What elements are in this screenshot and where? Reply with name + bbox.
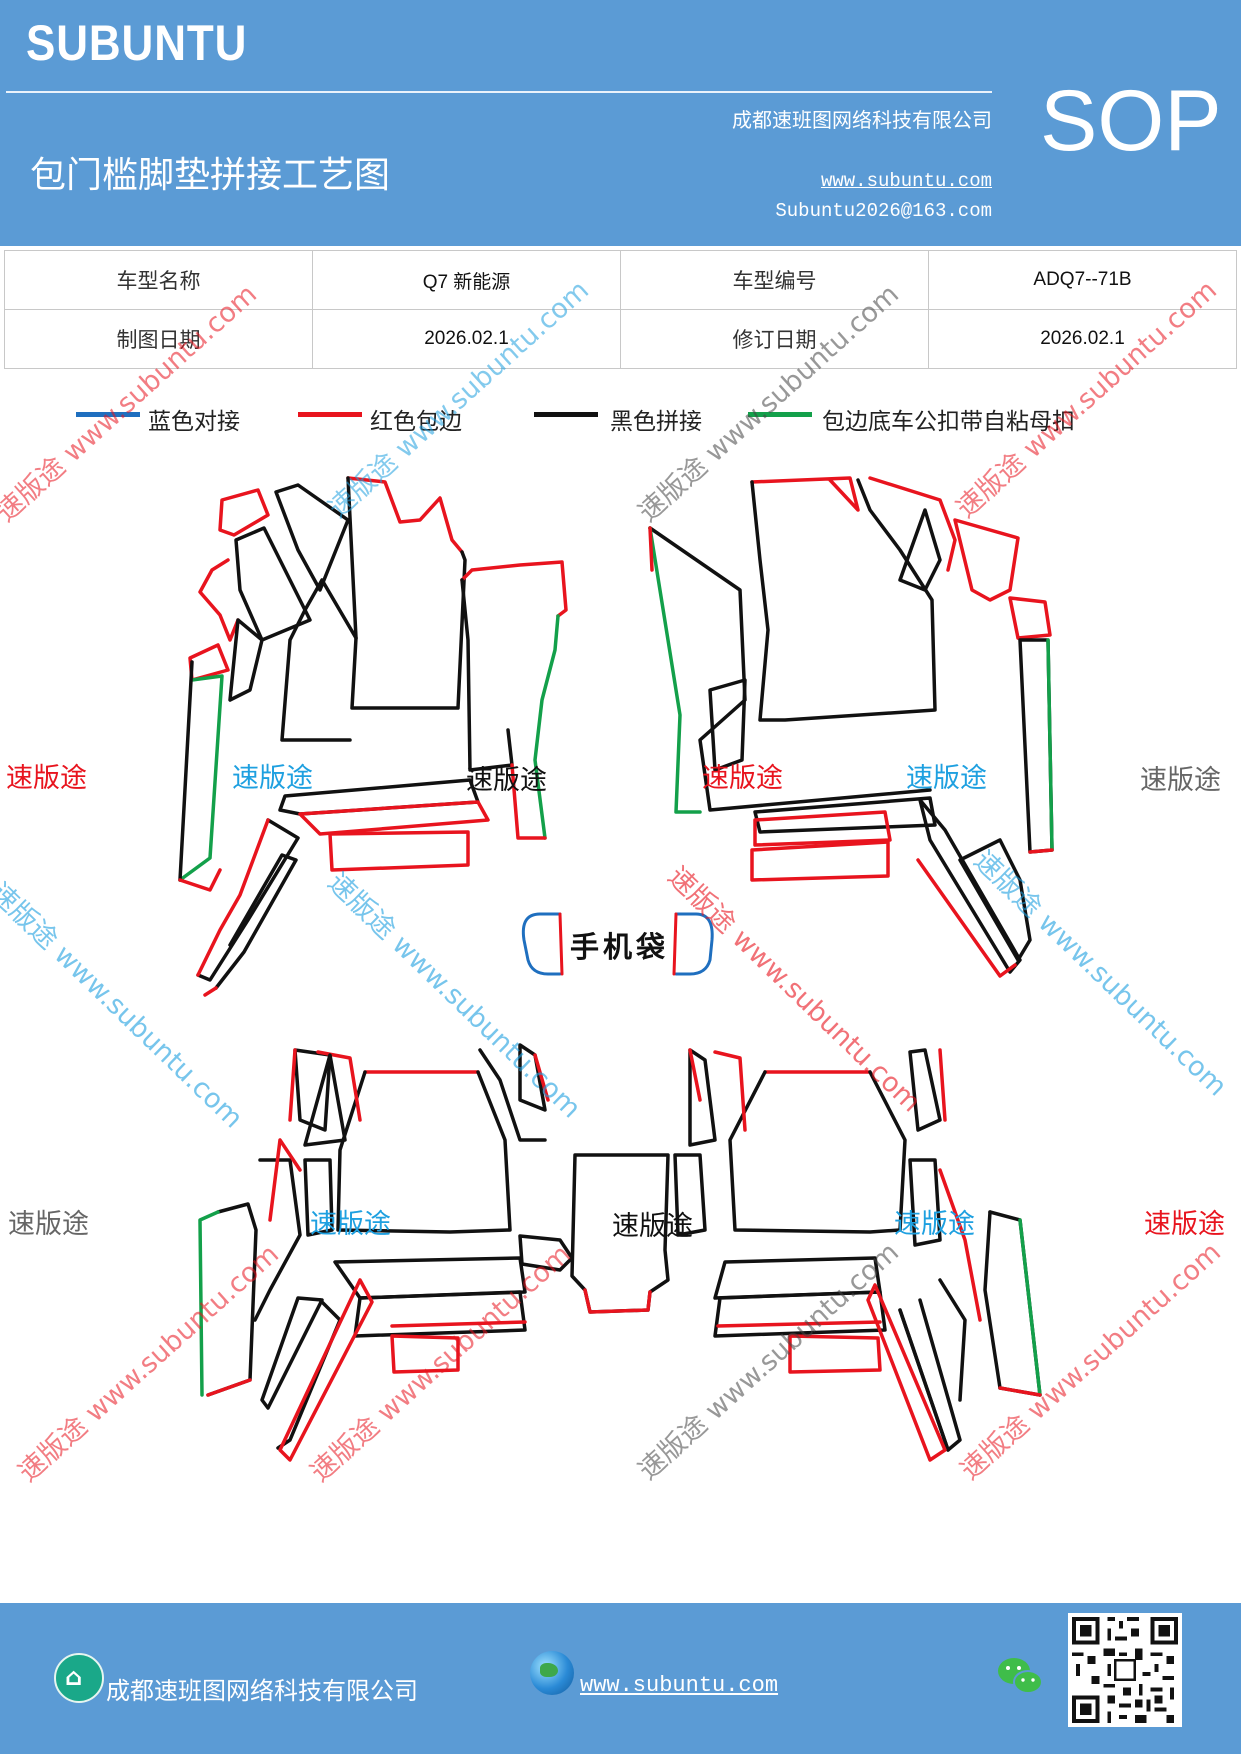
- header-banner: SUBUNTU 成都速班图网络科技有限公司 包门槛脚垫拼接工艺图 www.sub…: [0, 0, 1241, 246]
- brand-logo: SUBUNTU: [26, 15, 248, 71]
- qr-code[interactable]: [1068, 1613, 1182, 1727]
- email-address: Subuntu2026@163.com: [775, 200, 992, 222]
- sop-badge: SOP: [1040, 73, 1222, 169]
- rear-left-mat: [198, 1043, 574, 1462]
- phone-pocket-diagram: [521, 912, 714, 976]
- watermark-brand: 速版途: [1144, 1209, 1225, 1240]
- value-draw-date: 2026.02.1: [312, 309, 621, 369]
- watermark-brand: 速版途: [1140, 765, 1221, 796]
- rear-right-mat: [673, 1048, 1042, 1462]
- document-title: 包门槛脚垫拼接工艺图: [30, 155, 391, 196]
- mat-splice-drawing: [178, 476, 1054, 1462]
- label-draw-date: 制图日期: [4, 309, 313, 369]
- legend-swatch-green: [748, 412, 812, 417]
- company-name: 成都速班图网络科技有限公司: [732, 108, 992, 132]
- watermark-brand: 速版途: [8, 1209, 89, 1240]
- legend-label: 蓝色对接: [148, 409, 240, 435]
- globe-icon: [530, 1651, 574, 1695]
- wechat-icon: [998, 1658, 1043, 1694]
- vehicle-info-table: 车型名称 Q7 新能源 车型编号 ADQ7--71B 制图日期 2026.02.…: [4, 250, 1237, 369]
- rear-center-tunnel: [570, 1153, 670, 1314]
- watermark-brand: 速版途: [6, 763, 87, 794]
- label-revision-date: 修订日期: [620, 309, 929, 369]
- part-label: 速版途: [466, 765, 547, 796]
- watermark-brand: 速版途: [906, 763, 987, 794]
- legend-label: 红色包边: [370, 409, 462, 435]
- value-revision-date: 2026.02.1: [928, 309, 1237, 369]
- front-left-mat: [178, 476, 568, 997]
- table-row: 车型名称 Q7 新能源 车型编号 ADQ7--71B: [4, 250, 1237, 310]
- front-right-mat: [648, 476, 1054, 978]
- footer-company: 成都速班图网络科技有限公司: [106, 1677, 418, 1705]
- website-link[interactable]: www.subuntu.com: [820, 170, 992, 192]
- footer-website-link[interactable]: www.subuntu.com: [580, 1673, 779, 1698]
- legend-swatch-black: [534, 412, 598, 417]
- watermark-brand: 速版途: [232, 763, 313, 794]
- watermark-brand: 速版途: [702, 763, 783, 794]
- header-divider: [6, 91, 992, 93]
- value-model-name: Q7 新能源: [312, 250, 621, 310]
- home-icon: ⌂: [54, 1653, 104, 1703]
- legend-swatch-red: [298, 412, 362, 417]
- legend-label: 包边底车公扣带自粘母扣: [822, 409, 1075, 435]
- watermark-brand: 速版途: [310, 1209, 391, 1240]
- footer-banner: ⌂ 成都速班图网络科技有限公司 www.subuntu.com: [0, 1603, 1241, 1754]
- legend-swatch-blue: [76, 412, 140, 417]
- watermark-brand: 速版途: [894, 1209, 975, 1240]
- table-row: 制图日期 2026.02.1 修订日期 2026.02.1: [4, 309, 1237, 369]
- phone-pocket-label: 手机袋: [570, 930, 670, 964]
- part-label: 速版途: [612, 1211, 693, 1242]
- value-model-code: ADQ7--71B: [928, 250, 1237, 310]
- label-model-name: 车型名称: [4, 250, 313, 310]
- legend-label: 黑色拼接: [610, 409, 702, 435]
